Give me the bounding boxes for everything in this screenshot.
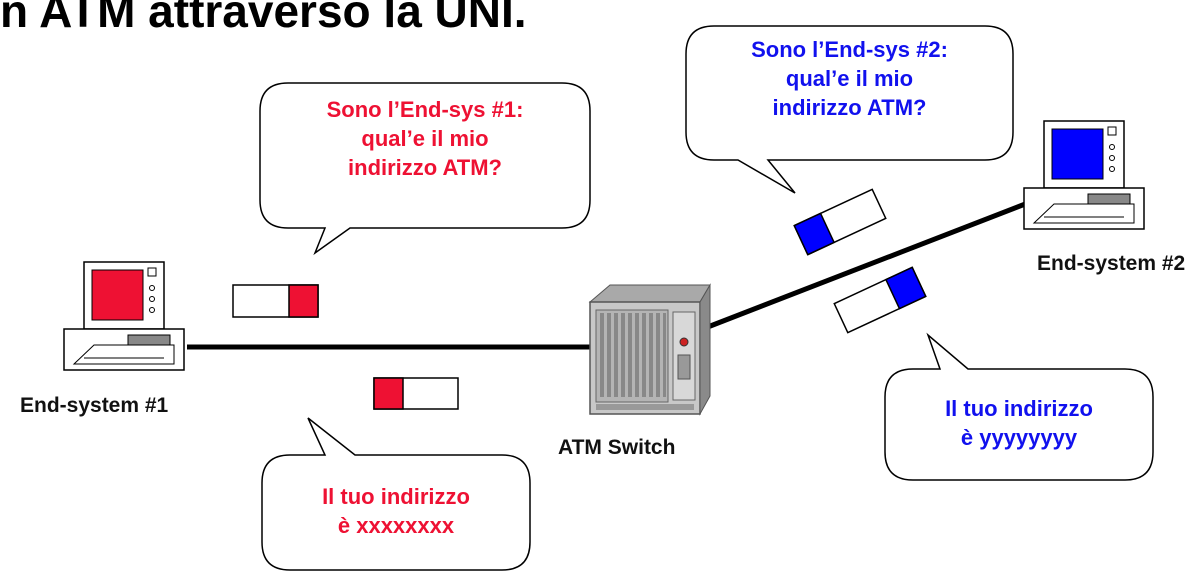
cell-upper-left [232, 284, 319, 318]
bubble-end-system-2-question [685, 25, 1014, 194]
atm-switch-icon [588, 283, 711, 416]
end-system-2-label: End-system #2 [1037, 252, 1186, 275]
bubble-end-system-1-reply [261, 417, 531, 571]
end-system-2-computer-icon [1023, 120, 1145, 230]
cell-lower-left [373, 377, 459, 410]
atm-switch-label: ATM Switch [558, 436, 676, 459]
end-system-1-reply-text: Il tuo indirizzo è xxxxxxxx [322, 484, 470, 538]
cell-upper-right [793, 188, 887, 256]
end-system-2-question-text: Sono l’End-sys #2: qual’e il mio indiriz… [751, 37, 948, 120]
end-system-2-reply-text: Il tuo indirizzo è yyyyyyyy [945, 396, 1093, 450]
cell-lower-right [833, 266, 927, 334]
end-system-1-computer-icon [63, 261, 185, 371]
page-title: n ATM attraverso la UNI. [0, 0, 527, 37]
end-system-1-label: End-system #1 [20, 394, 169, 417]
end-system-1-question-text: Sono l’End-sys #1: qual’e il mio indiriz… [326, 97, 524, 180]
bubble-end-system-2-reply [884, 332, 1154, 481]
bubble-end-system-1-question [259, 82, 591, 256]
